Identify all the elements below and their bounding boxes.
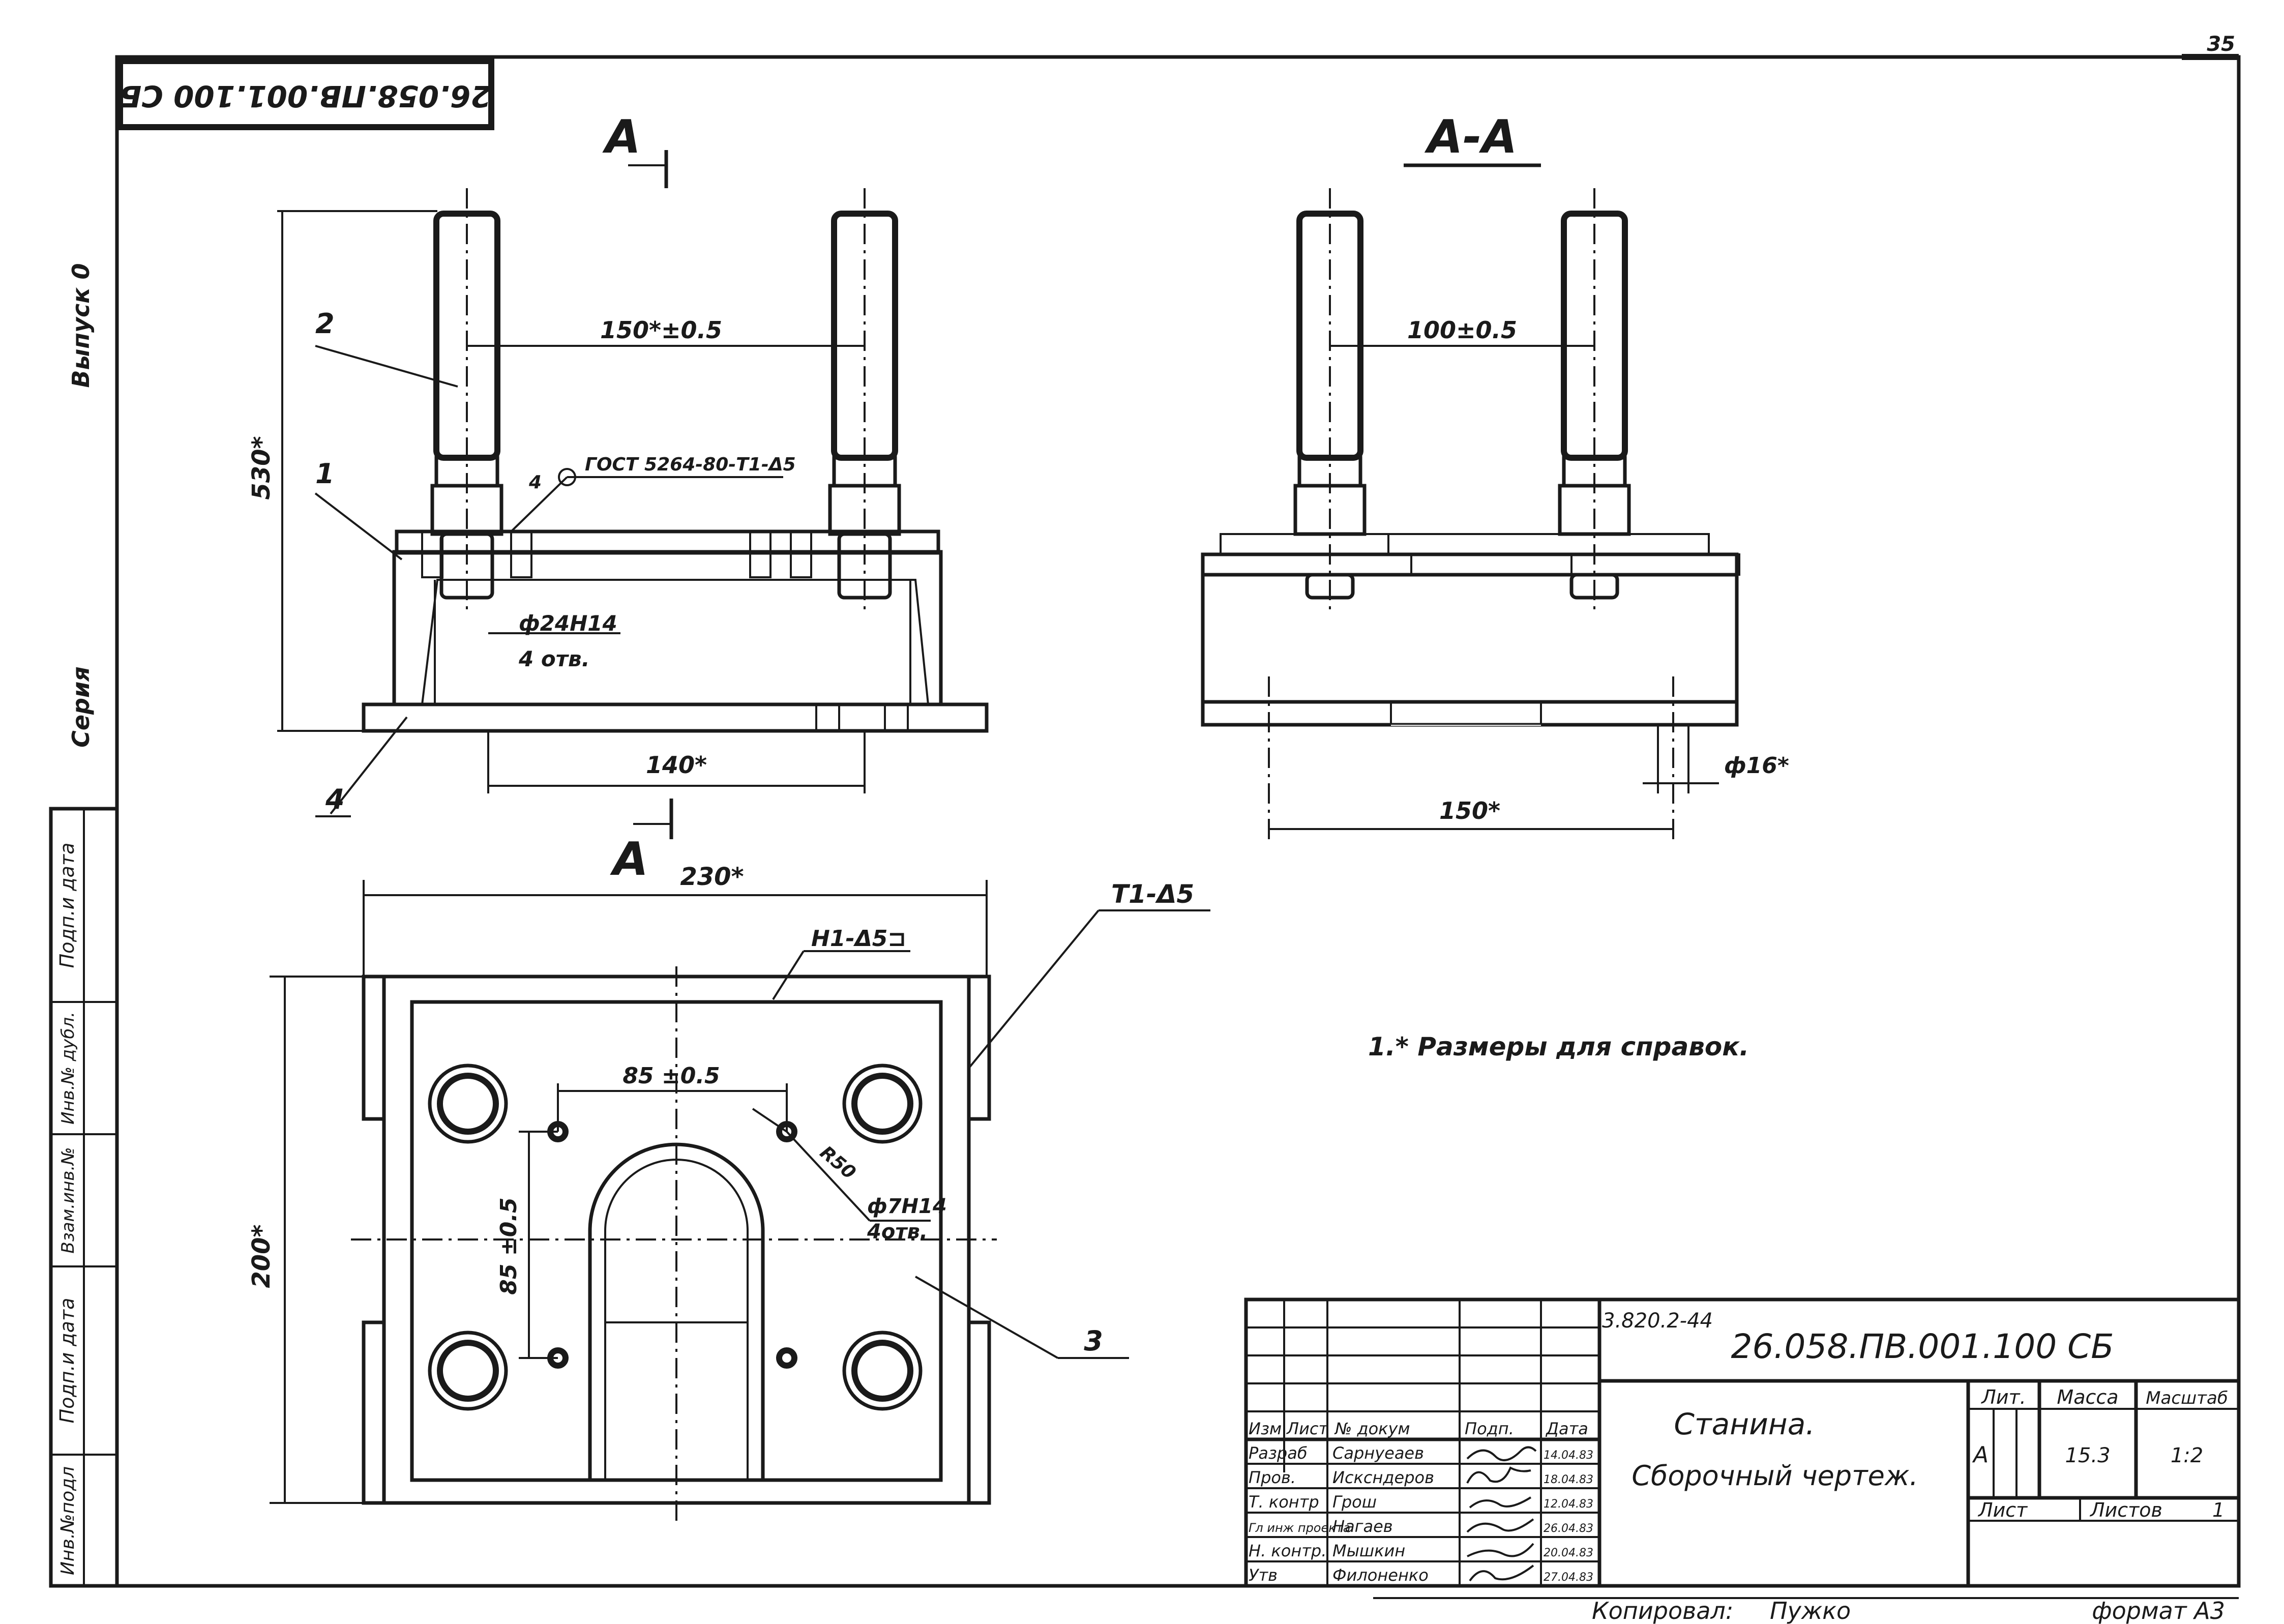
margin-replace: Взам.инв.№ [58,1147,78,1253]
mass-value: 15.3 [2065,1444,2110,1467]
weld-h1: Н1-Δ5⊐ [811,926,906,952]
sheets-value: 1 [2212,1499,2224,1521]
left-margin: Выпуск 0 Серия Подп.и дата Инв.№ дубл. В… [49,263,119,1588]
dim-230: 230* [680,863,744,891]
scale-head: Масштаб [2146,1388,2228,1408]
head-list: Лист [1286,1419,1328,1438]
head-izm: Изм [1249,1419,1282,1438]
hole7-count: 4отв. [867,1220,928,1244]
row-name: Сарнуеаев [1332,1443,1424,1463]
rotated-stamp: 26.058.ПВ.001.100 СБ [117,58,494,130]
margin-sign-date-1: Подп.и дата [56,843,78,968]
base-plate [362,702,989,733]
dim-100: 100±0.5 [1407,316,1517,344]
dim-140: 140* [646,751,707,779]
dim-85-horizontal: 85 ±0.5 [622,1063,720,1089]
row-role: Н. контр. [1249,1541,1326,1560]
row-role: Пров. [1249,1468,1296,1487]
bottom-view-label: А [610,833,648,886]
margin-orig: Инв.№подл [57,1466,78,1575]
callout-1: 1 [315,458,335,490]
row-name: Нагаев [1332,1517,1393,1536]
copier-name: Пужко [1770,1597,1851,1624]
head-date: Дата [1545,1419,1588,1438]
issue-label: Выпуск 0 [67,263,95,388]
margin-dup: Инв.№ дубл. [58,1012,78,1125]
frame-body [392,550,943,704]
row-role: Т. контр [1249,1492,1319,1512]
dim-150-front: 150*±0.5 [600,316,722,344]
row-date: 20.04.83 [1544,1547,1593,1559]
signature-rows: Разраб Сарнуеаев 14.04.83 Пров. Исксндер… [1249,1443,1593,1585]
title-block: Изм Лист № докум Подп. Дата Разраб Сарну… [1244,1297,2241,1588]
row-role: Гл инж проекта [1249,1521,1350,1535]
row-name: Мышкин [1332,1541,1405,1560]
front-view: А [247,110,989,886]
callout-4: 4 [325,783,345,815]
page-number: 35 [2207,33,2235,56]
stamp-code: 26.058.ПВ.001.100 СБ [119,79,491,113]
title-line-1: Станина. [1674,1407,1815,1441]
section-view-label: А-А [1425,110,1518,164]
dim-530: 530* [247,436,276,499]
weld-right: Т1-Δ5 [1111,879,1194,909]
hole24-label: ф24Н14 [519,611,617,636]
row-date: 12.04.83 [1544,1498,1593,1511]
margin-sign-date-2: Подп.и дата [56,1298,78,1424]
row-date: 27.04.83 [1544,1571,1593,1584]
scale-value: 1:2 [2171,1444,2203,1467]
dim-16: ф16* [1724,753,1789,779]
row-name: Исксндеров [1332,1468,1434,1487]
row-date: 26.04.83 [1544,1522,1593,1535]
head-sign: Подп. [1465,1419,1514,1438]
row-role: Разраб [1249,1443,1308,1463]
row-date: 14.04.83 [1544,1449,1593,1462]
hole7-label: ф7Н14 [867,1195,947,1218]
weld-top-spec: ГОСТ 5264-80-Т1-Δ5 [585,454,796,475]
front-view-label: А [602,110,641,164]
copied-label: Копировал: [1592,1597,1733,1624]
row-name: Грош [1332,1492,1377,1512]
row-name: Филоненко [1332,1566,1429,1585]
series-label: Серия [67,666,95,748]
lit-value: А [1972,1442,1989,1468]
note-text: 1.* Размеры для справок. [1368,1032,1749,1061]
section-view: А-А 100±0.5 [1201,110,1789,839]
project-number: 3.820.2-44 [1602,1309,1713,1333]
head-doc: № докум [1334,1419,1410,1438]
callout-3: 3 [1084,1325,1103,1357]
dim-200: 200* [247,1224,276,1288]
mass-head: Масса [2057,1386,2118,1408]
bottom-holes-large [428,1064,923,1411]
title-line-2: Сборочный чертеж. [1632,1460,1918,1492]
sheets-label: Листов [2089,1499,2162,1521]
hole24-count: 4 отв. [518,646,590,671]
document-code: 26.058.ПВ.001.100 СБ [1731,1327,2114,1366]
sheet-label: Лист [1977,1499,2028,1521]
radius-r50: R50 [816,1142,859,1183]
weld-top-leg: 4 [528,472,542,493]
row-role: Утв [1249,1566,1278,1585]
signature-scribbles [1466,1446,1537,1582]
bottom-view: 230* 200* [247,863,1210,1526]
section-body [1201,573,1739,704]
dim-150-section: 150* [1439,797,1500,824]
row-date: 18.04.83 [1544,1473,1593,1486]
callout-2: 2 [315,308,335,340]
dim-85-vertical: 85 ±0.5 [496,1197,522,1294]
format-label: формат А3 [2092,1597,2225,1624]
top-plate [395,529,940,555]
lit-head: Лит. [1980,1386,2026,1408]
